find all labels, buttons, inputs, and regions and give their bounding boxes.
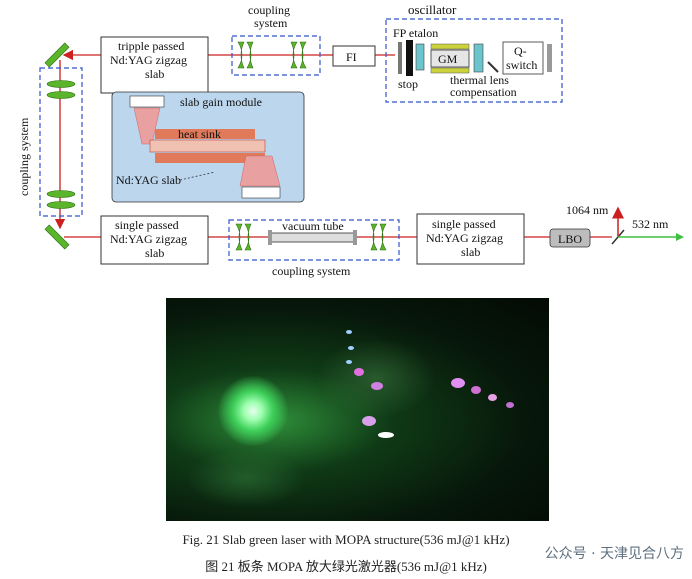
polarizer-element <box>487 61 499 73</box>
lbo-label: LBO <box>558 232 582 246</box>
indicator-light <box>346 330 352 334</box>
gain-module-title: slab gain module <box>180 95 262 109</box>
lbo-box <box>549 228 591 248</box>
lens-icon <box>244 223 252 251</box>
laser-setup-photo <box>166 298 549 521</box>
caption-chinese: 图 21 板条 MOPA 放大绿光激光器(536 mJ@1 kHz) <box>205 559 487 574</box>
mirror-element <box>398 42 402 74</box>
lens-icon <box>379 223 387 251</box>
end-mirror <box>547 44 552 72</box>
single-slab-left-line-3: slab <box>145 246 164 260</box>
thermal-lens-label-2: compensation <box>450 85 517 99</box>
single-slab-left-line-1: single passed <box>115 218 179 232</box>
slab-crystal <box>149 139 266 153</box>
indicator-light <box>348 346 354 350</box>
pump-glow <box>354 368 364 376</box>
triple-slab-line-3: slab <box>145 67 164 81</box>
table-reflection <box>186 448 306 508</box>
slab-gain-module: slab gain module heat sink Nd:YAG slab <box>111 91 305 203</box>
pump-glow <box>451 378 465 388</box>
coupling-top-label-2: system <box>254 16 288 30</box>
lens-icon <box>46 201 76 209</box>
lens-icon <box>290 41 298 69</box>
single-slab-left-box <box>100 215 209 265</box>
coupling-system-bottom: vacuum tube coupling system <box>228 219 400 278</box>
pump-glow <box>471 386 481 394</box>
q-switch-label-1: Q- <box>514 44 527 58</box>
heat-sink-bar <box>155 129 255 139</box>
q-switch-box <box>502 41 544 75</box>
fi-label: FI <box>346 50 357 64</box>
heat-sink-label: heat sink <box>178 127 221 141</box>
pump-diode-top <box>129 95 165 108</box>
oscillator-group: oscillator FP etalon stop GM thermal len… <box>385 2 563 103</box>
single-slab-right-box <box>416 213 525 265</box>
pump-diode-bottom <box>241 186 281 199</box>
lens-icon <box>299 41 307 69</box>
vacuum-tube-label: vacuum tube <box>282 219 344 233</box>
triple-slab-line-2: Nd:YAG zigzag <box>110 53 187 67</box>
gm-box <box>430 49 470 68</box>
oscillator-box <box>385 18 563 103</box>
pump-glow <box>371 382 383 390</box>
gm-bottom-plate <box>430 67 470 74</box>
output-1064-label: 1064 nm <box>566 203 609 217</box>
lens-icon <box>370 223 378 251</box>
watermark: 公众号 · 天津见合八方 <box>544 546 684 562</box>
lens-icon <box>235 223 243 251</box>
background-haze <box>316 338 436 418</box>
thermal-lens-element <box>473 43 484 73</box>
single-slab-left-line-2: Nd:YAG zigzag <box>110 232 187 246</box>
fp-etalon-label: FP etalon <box>393 26 438 40</box>
corner-mirror-top <box>44 42 70 68</box>
triple-slab-line-1: tripple passed <box>118 39 184 53</box>
beam-spot <box>378 432 394 438</box>
stop-label: stop <box>398 77 418 91</box>
single-slab-right-line-1: single passed <box>432 217 496 231</box>
mopa-diagram: oscillator FP etalon stop GM thermal len… <box>17 2 684 278</box>
single-slab-right-line-3: slab <box>461 245 480 259</box>
vacuum-tube <box>269 232 356 243</box>
nd-yag-slab-label: Nd:YAG slab <box>116 173 181 187</box>
gm-label: GM <box>438 52 458 66</box>
gm-top-plate <box>430 43 470 50</box>
output-532-label: 532 nm <box>632 217 669 231</box>
thermal-lens-label-1: thermal lens <box>450 73 509 87</box>
q-switch-label-2: switch <box>506 58 537 72</box>
coupling-top-label-1: coupling <box>248 3 290 17</box>
oscillator-title: oscillator <box>408 2 457 17</box>
triple-slab-box <box>100 36 209 94</box>
lens-icon <box>46 190 76 198</box>
coupling-left-label: coupling system <box>17 117 31 196</box>
single-slab-right-line-2: Nd:YAG zigzag <box>426 231 503 245</box>
coupling-bottom-label: coupling system <box>272 264 351 278</box>
corner-mirror-bottom <box>44 224 70 250</box>
pump-glow <box>362 416 376 426</box>
pump-glow <box>506 402 514 408</box>
pump-beam-bottom <box>239 155 281 187</box>
lens-icon <box>46 91 76 99</box>
caption-english: Fig. 21 Slab green laser with MOPA struc… <box>182 532 510 547</box>
indicator-light <box>346 360 352 364</box>
fi-box <box>332 45 376 67</box>
lens-icon <box>46 80 76 88</box>
pump-glow <box>488 394 497 401</box>
etalon-element <box>415 43 425 71</box>
lens-icon <box>237 41 245 69</box>
green-laser-glow <box>218 376 288 446</box>
heat-sink-bar-lower <box>155 153 265 163</box>
lens-icon <box>246 41 254 69</box>
coupling-system-top: coupling system <box>231 3 321 76</box>
coupling-system-left: coupling system <box>17 67 83 217</box>
arrow-532-head <box>676 233 684 241</box>
stop-element <box>406 40 413 76</box>
